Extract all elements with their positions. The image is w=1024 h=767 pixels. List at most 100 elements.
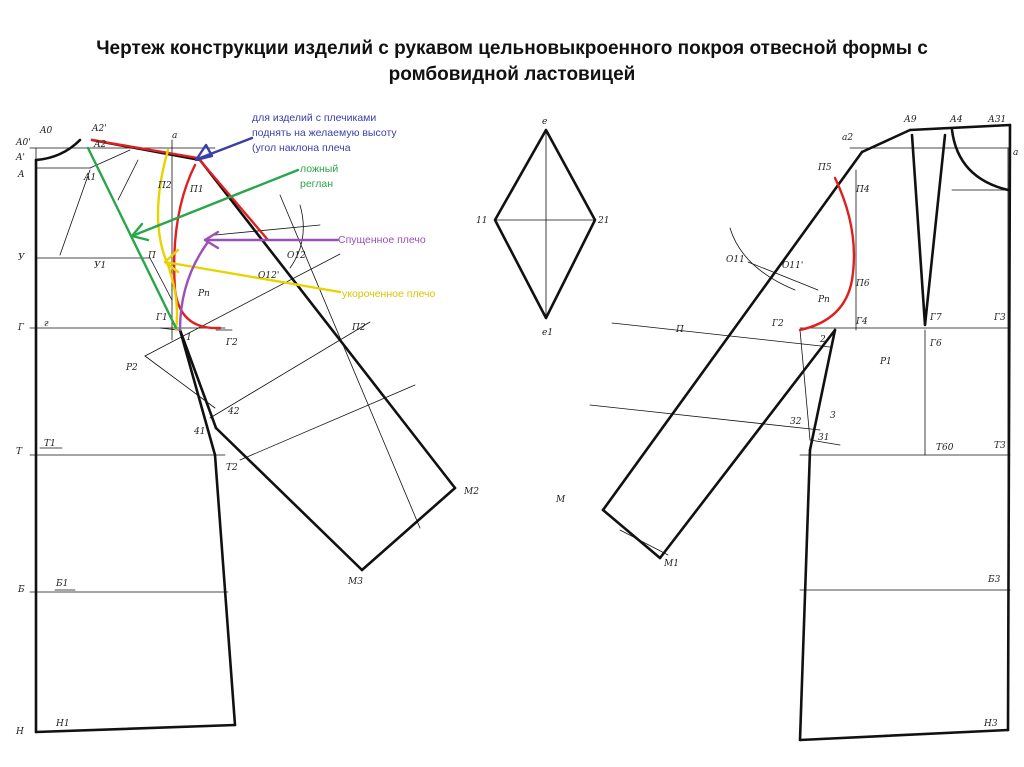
green-raglan-line	[86, 146, 178, 330]
label-gusset-left: 11	[476, 216, 487, 226]
label-31: 31	[818, 433, 829, 443]
label-gusset-top: е	[542, 117, 547, 127]
label-g4: Г4	[855, 317, 868, 327]
label-p2-upper: П2	[157, 181, 172, 191]
label-o11-prime: О11'	[782, 261, 803, 271]
label-2: 2	[819, 335, 826, 345]
label-a31: А31	[987, 115, 1006, 125]
label-h: Н	[15, 727, 24, 737]
label-b3: Б3	[987, 575, 1001, 585]
annotation-texts: для изделий с плечиками поднять на желае…	[252, 112, 436, 300]
label-p1-right: Р1	[879, 357, 892, 367]
note-dropped-shoulder: Спущенное плечо	[338, 234, 426, 246]
label-gusset-right: 21	[597, 216, 609, 226]
label-t60: Т60	[936, 443, 954, 453]
label-3: 3	[830, 411, 836, 421]
label-p-right: П	[675, 325, 684, 335]
purple-arrow-head	[203, 230, 220, 250]
right-pattern	[589, 123, 1012, 742]
label-m3: М3	[347, 577, 363, 587]
right-outline	[601, 123, 1012, 742]
label-g: Г	[17, 323, 25, 333]
right-labels: А9 А4 А31 а2 а П5 П4 О11 О11' П6 Рп П Г2…	[555, 115, 1018, 729]
note-short-shoulder: укороченное плечо	[342, 288, 436, 300]
label-1: 1	[186, 333, 192, 343]
label-g-small: г	[44, 319, 49, 329]
label-m1: М1	[663, 559, 679, 569]
diagram-title: Чертеж конструкции изделий с рукавом цел…	[0, 36, 1024, 88]
blue-arrow-line	[198, 136, 254, 160]
left-pattern	[29, 136, 457, 734]
label-g3: Г3	[993, 313, 1006, 323]
label-g2-right: Г2	[771, 319, 784, 329]
label-p6: П6	[855, 279, 870, 289]
title-line-1: Чертеж конструкции изделий с рукавом цел…	[96, 38, 928, 59]
label-r2: Р2	[125, 363, 138, 373]
gusset-rhombus	[493, 128, 597, 320]
label-h1: Н1	[55, 719, 70, 729]
left-colored-overlays	[86, 136, 342, 332]
blue-arrow-head	[194, 143, 214, 162]
left-construction-lines	[29, 139, 421, 733]
label-t3: Т3	[994, 441, 1006, 451]
yellow-arrow-line	[163, 260, 342, 294]
left-labels: A0 A0' A' A A2' A2 A1 a П2 П1 П У У1 О12…	[15, 124, 479, 737]
green-arrow-head	[130, 222, 150, 242]
label-rp-right: Рп	[817, 295, 830, 305]
label-a-right: а	[1013, 148, 1018, 158]
gusset-labels: е 11 21 е1	[476, 117, 609, 338]
label-o12-prime: О12'	[258, 271, 279, 281]
label-a2-right: а2	[842, 133, 853, 143]
label-g7: Г7	[929, 313, 942, 323]
label-a0-prime: A0'	[15, 138, 31, 148]
note-false-raglan-1: ложный	[300, 163, 338, 175]
note-shoulder-pads-3: (угол наклона плеча	[252, 142, 351, 154]
label-o12: О12	[287, 251, 306, 261]
label-p2-lower: П2	[351, 323, 366, 333]
note-false-raglan-2: реглан	[300, 178, 333, 190]
label-rp: Рп	[197, 289, 210, 299]
label-41: 41	[193, 427, 205, 437]
right-construction-lines	[589, 147, 1011, 731]
purple-curve	[178, 240, 210, 332]
label-gusset-bottom: е1	[542, 328, 553, 338]
label-t1: Т1	[44, 439, 56, 449]
label-a9: А9	[903, 115, 917, 125]
label-g2: Г2	[225, 338, 238, 348]
label-32: 32	[790, 417, 802, 427]
red-right-armhole-line	[798, 176, 856, 332]
label-m2: М2	[463, 487, 479, 497]
left-outline	[34, 138, 457, 734]
label-p5: П5	[817, 163, 832, 173]
title-line-2: ромбовидной ластовицей	[388, 64, 636, 85]
label-p4: П4	[855, 185, 870, 195]
note-shoulder-pads-2: поднять на желаемую высоту	[252, 127, 397, 139]
label-g6: Г6	[929, 339, 942, 349]
label-b1: Б1	[55, 579, 68, 589]
label-a4: А4	[949, 115, 963, 125]
label-p1: П1	[189, 185, 204, 195]
right-colored-overlays	[798, 176, 856, 332]
label-a2-prime: A2'	[91, 124, 107, 134]
yellow-arrow-head	[163, 248, 180, 274]
label-g1: Г1	[155, 313, 168, 323]
label-a-prime: A'	[15, 153, 25, 163]
label-h3: Н3	[983, 719, 998, 729]
label-a1: A1	[83, 173, 96, 183]
green-arrow-line	[130, 168, 300, 238]
label-t2: Т2	[226, 463, 238, 473]
label-a2: A2	[93, 140, 106, 150]
note-shoulder-pads-1: для изделий с плечиками	[252, 112, 376, 124]
label-a0: A0	[39, 126, 52, 136]
label-u1: У1	[94, 261, 106, 271]
label-m: М	[555, 495, 566, 505]
label-o11: О11	[726, 255, 745, 265]
label-t: Т	[16, 447, 23, 457]
label-a: A	[17, 170, 25, 180]
red-armhole-line	[172, 163, 222, 330]
label-b: Б	[17, 585, 25, 595]
label-42: 42	[227, 407, 240, 417]
label-u: У	[18, 253, 26, 263]
label-a-small: a	[172, 131, 177, 141]
